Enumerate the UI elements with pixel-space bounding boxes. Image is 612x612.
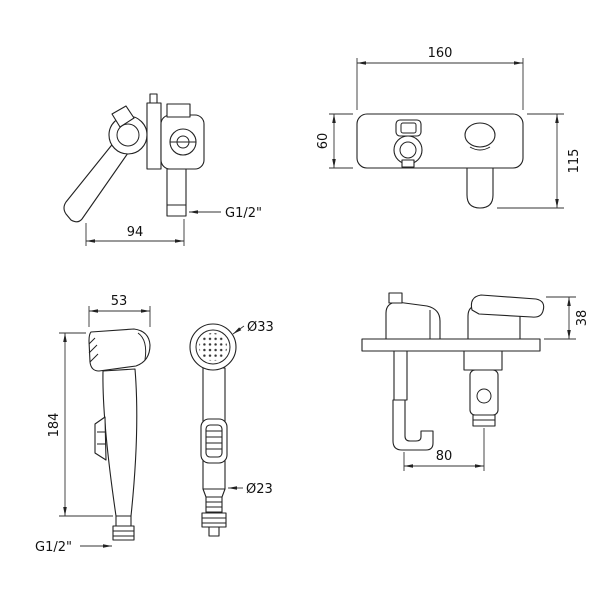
hose-connector-stem	[115, 515, 132, 527]
connector-nut-front	[201, 512, 227, 528]
spray-face-rim	[195, 329, 231, 365]
spray-nozzle-dots	[199, 333, 227, 361]
dim-160: 160	[356, 46, 524, 110]
dim-94: 94	[85, 219, 185, 246]
connector-step	[202, 488, 226, 498]
handshower-front-view	[189, 323, 237, 537]
mixer-top-cap	[111, 105, 135, 128]
dim-184: 184	[47, 332, 113, 517]
wall-plate-front	[356, 113, 524, 169]
dim-53-label: 53	[111, 294, 128, 309]
dim-53: 53	[88, 294, 151, 327]
wall-set-side-view	[361, 292, 545, 451]
housing-top-port	[166, 103, 191, 118]
handshower-grip-side	[102, 368, 138, 517]
thread-bottom-label: G1/2"	[35, 540, 72, 555]
dim-d33: Ø33	[232, 320, 274, 335]
hose-connector-nut	[112, 525, 135, 541]
dim-184-label: 184	[47, 413, 62, 438]
spout-top-nub	[388, 292, 403, 304]
dim-80: 80	[403, 428, 485, 471]
holder-clip	[94, 416, 107, 461]
mode-button-inner	[205, 424, 223, 458]
thread-callout-bottom: G1/2"	[35, 540, 112, 555]
dim-38: 38	[544, 296, 590, 340]
thread-top-label: G1/2"	[225, 206, 262, 221]
dim-38-label: 38	[575, 310, 590, 327]
dim-d23-label: Ø23	[246, 482, 273, 497]
mixer-front-view	[356, 113, 524, 209]
dim-60: 60	[316, 113, 353, 169]
head-inner-contour	[137, 332, 147, 361]
handle-pivot-detail	[469, 146, 491, 151]
wall-plate-edge	[361, 338, 541, 352]
dim-80-label: 80	[436, 449, 453, 464]
outlet-bracket-top	[463, 350, 503, 371]
mixer-side-view	[63, 93, 205, 223]
handle-pivot	[464, 122, 496, 148]
mixer-body-inner	[116, 123, 140, 147]
handle-lever-side	[470, 294, 545, 318]
handshower-holder-cup	[392, 399, 434, 451]
dim-d33-label: Ø33	[247, 320, 274, 335]
holder-drop-tube	[393, 350, 408, 401]
handshower-side-view	[88, 328, 151, 541]
dim-d33-leader	[232, 325, 245, 335]
spout-side-profile	[385, 301, 441, 340]
outlet-bracket-body	[469, 369, 499, 416]
button-hatch	[206, 430, 222, 450]
spout-aerator	[401, 159, 415, 168]
hose-tail	[208, 526, 220, 537]
dim-160-label: 160	[428, 46, 453, 61]
spray-face-hatch	[88, 337, 99, 363]
dim-60-label: 60	[316, 133, 331, 150]
outlet-bracket-hole	[476, 388, 492, 404]
thread-callout-top: G1/2"	[189, 206, 262, 221]
handshower-head-side	[88, 328, 151, 372]
dim-115: 115	[497, 113, 582, 209]
spout-front-inner	[399, 141, 417, 159]
connector-threads	[205, 496, 223, 514]
drop-pipe	[166, 168, 187, 217]
dim-115-label: 115	[567, 149, 582, 174]
nut-lines	[202, 517, 226, 524]
thread-lines	[206, 501, 222, 513]
dim-d23: Ø23	[228, 482, 273, 497]
wall-flange	[146, 102, 162, 170]
mixer-lever-side	[63, 140, 129, 223]
spout-port-outer	[395, 119, 422, 137]
flange-screw	[149, 93, 158, 104]
dim-94-label: 94	[127, 225, 144, 240]
spout-port-inner	[400, 122, 417, 134]
